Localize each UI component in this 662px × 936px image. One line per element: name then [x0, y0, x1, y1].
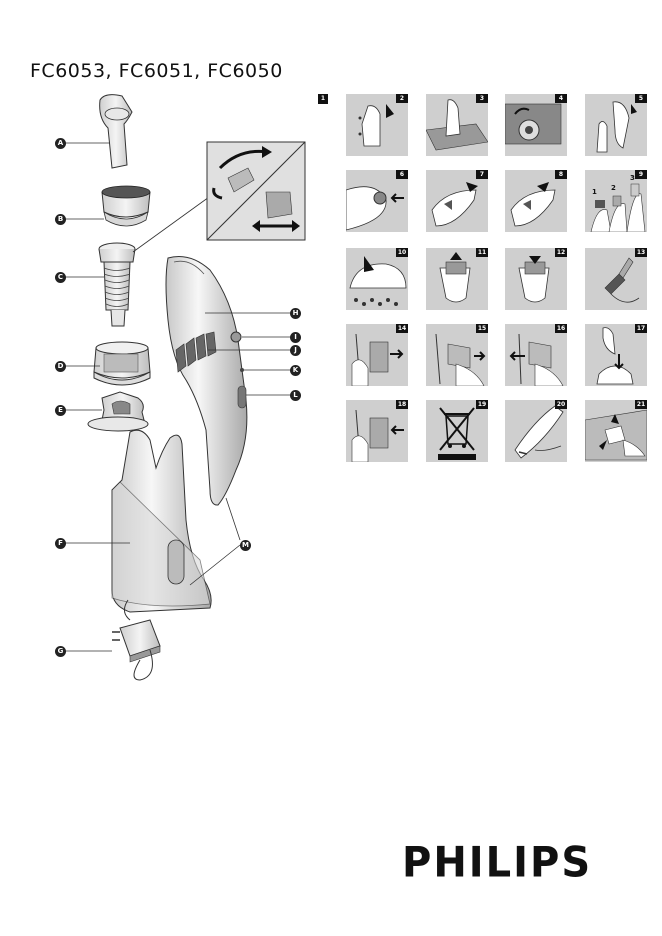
- step-number-1: 1: [318, 94, 328, 104]
- step-number-12: 12: [555, 248, 567, 257]
- charging-base-part-f: [64, 429, 212, 613]
- step-18-illustration: [351, 409, 404, 462]
- step-number-11: 11: [476, 248, 488, 257]
- step-6-illustration: [346, 186, 404, 231]
- part-label-k: K: [290, 365, 301, 376]
- step-tile-21: 21: [585, 400, 647, 462]
- step-tile-18: 18: [346, 400, 408, 462]
- step-number-5: 5: [635, 94, 647, 103]
- step-tile-2: 2: [346, 94, 408, 156]
- handheld-vacuum-part-h: [165, 256, 290, 586]
- step-11-illustration: [439, 252, 471, 303]
- step-19-recycle-bin-icon: [438, 407, 476, 460]
- step-tile-14: 14: [346, 324, 408, 386]
- step-tile-9: 9 1 2 3: [585, 170, 647, 232]
- step-tile-16: 16: [505, 324, 567, 386]
- part-label-l: L: [290, 390, 301, 401]
- step-tile-12: 12: [505, 248, 567, 310]
- step-9-illustration: [590, 183, 646, 232]
- step-16-illustration: [509, 333, 564, 386]
- step-tile-19: 19: [426, 400, 488, 462]
- step-tile-8: 8: [505, 170, 567, 232]
- part-label-j: J: [290, 345, 301, 356]
- step-14-illustration: [351, 333, 404, 386]
- step-9-sub-label-2: 2: [611, 184, 616, 192]
- step-tile-11: 11: [426, 248, 488, 310]
- step-number-3: 3: [476, 94, 488, 103]
- step-tile-7: 7: [426, 170, 488, 232]
- step-number-6: 6: [396, 170, 408, 179]
- step-17-illustration: [596, 327, 634, 385]
- part-label-h: H: [290, 308, 301, 319]
- step-21-illustration: [585, 409, 647, 461]
- step-number-7: 7: [476, 170, 488, 179]
- step-tile-4: 4: [505, 94, 567, 156]
- part-label-d: D: [55, 361, 66, 372]
- step-9-sub-label-3: 3: [630, 174, 635, 182]
- step-7-illustration: [431, 182, 478, 227]
- part-label-m: M: [240, 540, 251, 551]
- step-number-17: 17: [635, 324, 647, 333]
- step-number-2: 2: [396, 94, 408, 103]
- step-tile-20: 20: [505, 400, 567, 462]
- dust-filter-part-d: [64, 341, 151, 386]
- step-13-illustration: [604, 257, 640, 303]
- step-number-10: 10: [396, 248, 408, 257]
- step-tile-15: 15: [426, 324, 488, 386]
- step-tile-13: 13: [585, 248, 647, 310]
- step-12-illustration: [518, 256, 550, 303]
- step-number-9: 9: [635, 170, 647, 179]
- step-4-illustration: [505, 103, 562, 145]
- part-label-i: I: [290, 332, 301, 343]
- document-title: FC6053, FC6051, FC6050: [30, 60, 283, 82]
- step-5-illustration: [596, 101, 637, 153]
- philips-logo: PHILIPS: [402, 838, 593, 888]
- step-15-illustration: [435, 333, 486, 386]
- step-number-14: 14: [396, 324, 408, 333]
- step-tile-10: 10: [346, 248, 408, 310]
- part-label-g: G: [55, 646, 66, 657]
- step-3-illustration: [426, 99, 488, 151]
- flexible-hose-part-c: [64, 191, 217, 327]
- step-9-sub-label-1: 1: [592, 188, 597, 196]
- step-number-4: 4: [555, 94, 567, 103]
- step-tile-5: 5: [585, 94, 647, 156]
- step-number-8: 8: [555, 170, 567, 179]
- step-number-21: 21: [635, 400, 647, 409]
- step-number-19: 19: [476, 400, 488, 409]
- part-label-b: B: [55, 214, 66, 225]
- step-number-13: 13: [635, 248, 647, 257]
- step-number-16: 16: [555, 324, 567, 333]
- part-label-a: A: [55, 138, 66, 149]
- step-tile-6: 6: [346, 170, 408, 232]
- filter-holder-part-e: [64, 391, 149, 432]
- part-label-e: E: [55, 405, 66, 416]
- step-number-18: 18: [396, 400, 408, 409]
- part-label-f: F: [55, 538, 66, 549]
- part-label-c: C: [55, 272, 66, 283]
- step-number-15: 15: [476, 324, 488, 333]
- brush-nozzle-part-b: [64, 185, 151, 227]
- step-tile-3: 3: [426, 94, 488, 156]
- hose-assembly-inset: [206, 141, 306, 241]
- crevice-nozzle-part-a: [64, 94, 133, 169]
- product-exploded-view: [64, 94, 306, 681]
- step-10-illustration: [349, 256, 407, 306]
- step-2-illustration: [358, 104, 394, 147]
- charger-adapter-part-g: [64, 599, 161, 681]
- step-20-illustration: [514, 405, 564, 459]
- step-number-20: 20: [555, 400, 567, 409]
- step-8-illustration: [510, 182, 556, 227]
- step-tile-17: 17: [585, 324, 647, 386]
